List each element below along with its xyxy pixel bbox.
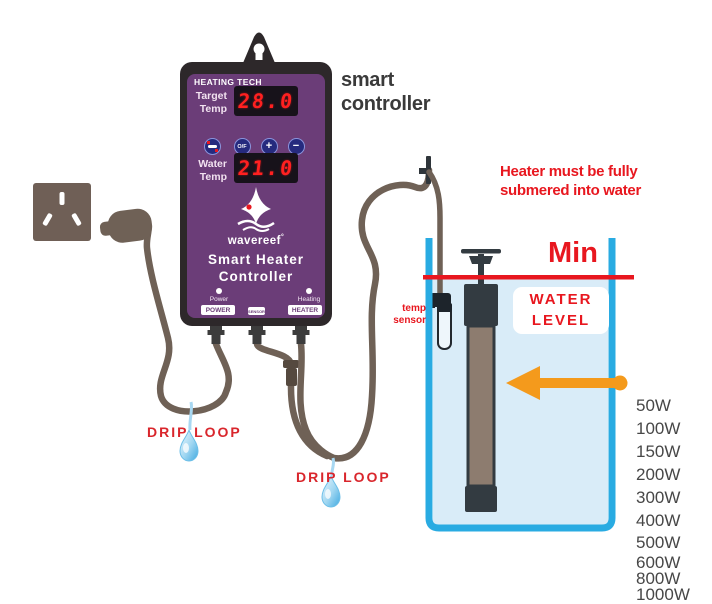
- controller-face: HEATING TECH Target Temp 28.0 O/F + − Wa…: [187, 74, 325, 318]
- target-temp-label: Target Temp: [195, 90, 227, 115]
- heating-led-label: Heating: [297, 296, 321, 303]
- water-temp-display: 21.0: [234, 153, 298, 183]
- wattage-item: 200W: [636, 465, 681, 484]
- drip-loop-label-right: DRIP LOOP: [296, 469, 391, 485]
- wattage-item: 800W: [636, 569, 681, 588]
- controller-device: HEATING TECH Target Temp 28.0 O/F + − Wa…: [180, 62, 332, 326]
- sensor-cable: [253, 340, 331, 460]
- water-level-line1: WATER: [529, 291, 593, 308]
- heating-led: [306, 288, 312, 294]
- hanger-tab: [243, 32, 275, 63]
- wall-socket-icon: [33, 183, 91, 241]
- water-temp-label: Water Temp: [198, 158, 227, 183]
- set-button: [203, 138, 221, 155]
- drip-loop-label-left: DRIP LOOP: [147, 424, 242, 440]
- port-tag-power: POWER: [201, 305, 235, 315]
- min-label: Min: [548, 237, 598, 269]
- heater-device: [461, 249, 501, 512]
- port-tag-heater: HEATER: [288, 305, 322, 315]
- set-icon: [206, 141, 218, 152]
- min-level-line: [423, 275, 634, 280]
- brand-label: HEATING TECH: [194, 77, 262, 87]
- target-temp-display: 28.0: [234, 86, 298, 116]
- wattage-item: 600W: [636, 553, 681, 572]
- wattage-item: 500W: [636, 533, 681, 552]
- power-plug-icon: [99, 208, 153, 243]
- in-tank-sensor-cable: [426, 169, 443, 301]
- wattage-item: 50W: [636, 396, 671, 415]
- heater-cable: [297, 166, 433, 462]
- heater-warning-text: Heater must be fully submered into water: [500, 163, 641, 199]
- drip-drop-right: [321, 457, 341, 508]
- tank-walls: [425, 238, 616, 532]
- power-led: [216, 288, 222, 294]
- power-led-label: Power: [209, 296, 229, 303]
- wattage-item: 400W: [636, 511, 681, 530]
- water-level-box: [513, 287, 609, 334]
- product-name-line1: Smart Heater: [207, 252, 305, 267]
- smart-controller-caption: smart controller: [341, 69, 431, 115]
- drip-drop-left: [179, 401, 199, 462]
- heater-arrow-icon: [506, 366, 628, 400]
- water-level-line2: LEVEL: [531, 312, 591, 329]
- wavereef-logo-icon: [237, 187, 275, 232]
- onoff-button: O/F: [233, 138, 251, 155]
- ferrite-bead: [283, 360, 299, 386]
- cable-glands: [207, 322, 310, 344]
- wattage-item: 300W: [636, 488, 681, 507]
- port-tag-sensor: SENSOR: [248, 307, 265, 315]
- wattage-item: 100W: [636, 419, 681, 438]
- power-cable: [143, 222, 233, 415]
- wattage-item: 1000W: [636, 585, 690, 604]
- temp-sensor-label: temp sensor: [393, 303, 426, 326]
- product-name-line2: Controller: [218, 269, 294, 284]
- logo-text: wavereef°: [227, 234, 285, 247]
- wattage-item: 150W: [636, 442, 681, 461]
